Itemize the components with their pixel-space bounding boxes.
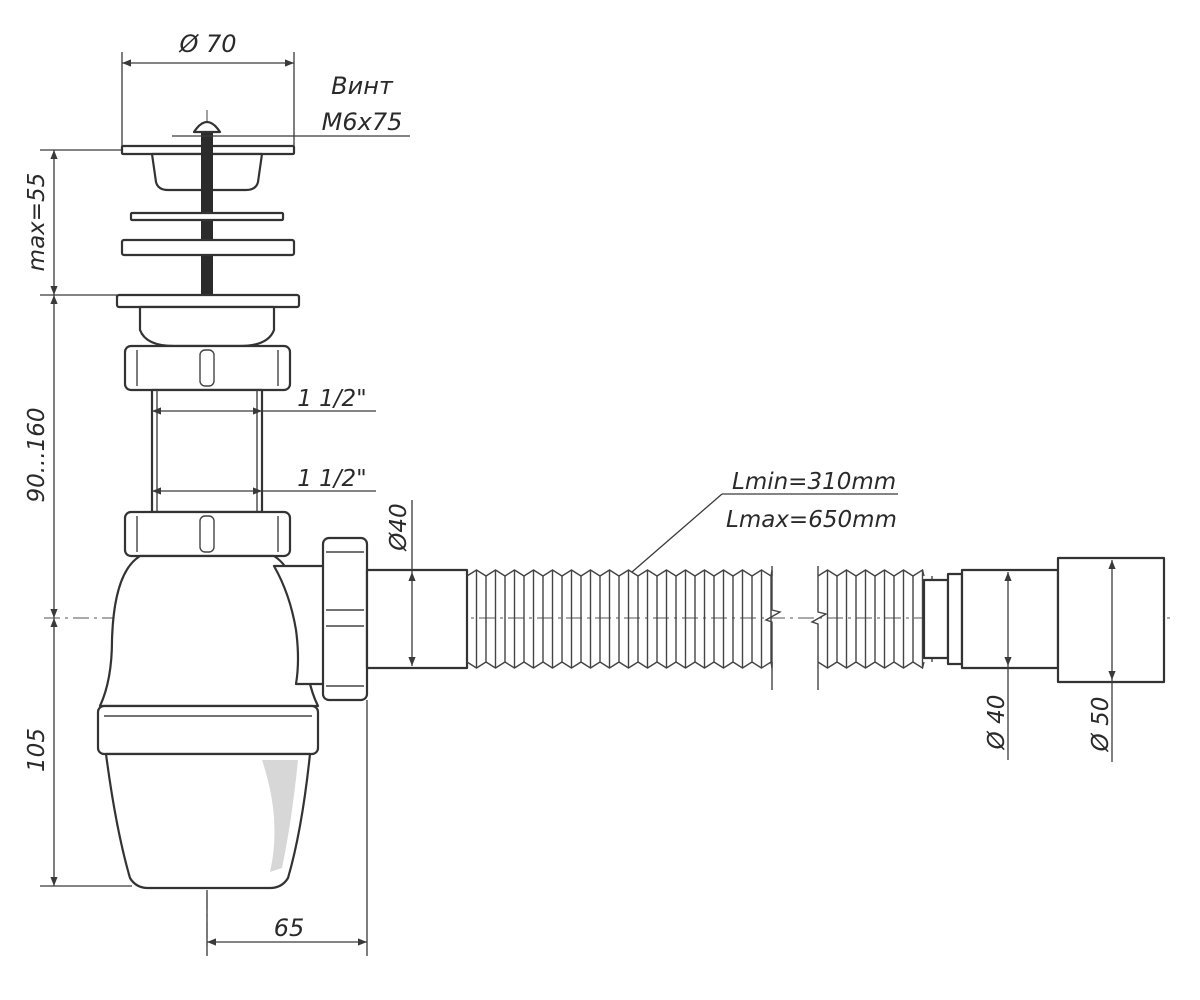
dimension-hose-length: Lmin=310mm Lmax=650mm (631, 469, 898, 573)
hose-bottom-edge (817, 661, 925, 670)
dimension-outlet-diameter: Ø40 (386, 500, 416, 666)
corrugated-hose-right (817, 568, 933, 670)
upper-nut (123, 305, 292, 392)
thread-upper-label: 1 1/2" (297, 386, 367, 412)
siphon-bottle (96, 554, 332, 890)
telescopic-tube (150, 388, 264, 514)
hose-length-max-label: Lmax=650mm (726, 507, 897, 533)
thread-lower-label: 1 1/2" (297, 466, 367, 492)
height-middle-label: 90...160 (24, 407, 50, 502)
outlet-pipe (365, 568, 469, 670)
cap-diameter-label: Ø 70 (178, 30, 236, 58)
dimension-cap-diameter: Ø 70 (121, 30, 295, 146)
outlet-nut (321, 536, 369, 702)
outlet-diameter-label: Ø40 (386, 503, 412, 551)
end-fitting (922, 556, 1166, 684)
offset-width-label: 65 (274, 914, 305, 942)
end-inner-diameter-label: Ø 40 (984, 695, 1010, 751)
end-outer-diameter-label: Ø 50 (1088, 697, 1114, 753)
screw-label-line1: Винт (331, 72, 394, 100)
dimension-height-left: max=55 90...160 105 (24, 149, 132, 887)
screw-label-line2: M6x75 (322, 108, 403, 136)
hose-top-edge (817, 568, 925, 577)
hose-top-edge (466, 569, 773, 578)
dimension-thread-upper: 1 1/2" (152, 386, 376, 415)
hose-break-marks (764, 566, 828, 690)
dimension-end-outer: Ø 50 (1088, 560, 1116, 762)
dimension-thread-lower: 1 1/2" (152, 466, 376, 495)
height-top-label: max=55 (24, 173, 50, 272)
dimension-end-inner: Ø 40 (984, 572, 1012, 760)
washers (115, 211, 301, 309)
hose-bottom-edge (466, 660, 773, 669)
dimension-screw: Винт M6x75 (172, 72, 410, 137)
dimension-offset-width: 65 (206, 700, 368, 956)
corrugated-hose-left (466, 569, 773, 669)
lower-nut (123, 510, 292, 558)
height-bottom-label: 105 (24, 728, 50, 772)
hose-length-min-label: Lmin=310mm (732, 469, 896, 495)
